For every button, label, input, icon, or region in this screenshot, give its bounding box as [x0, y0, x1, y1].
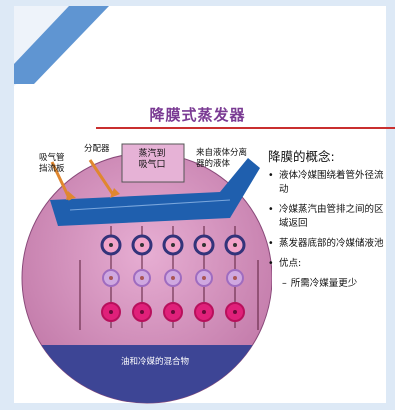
note-text: 蒸发器底部的冷媒储液池 — [279, 238, 384, 249]
label-vapor-outlet: 蒸汽到 吸气口 — [138, 149, 166, 170]
note-text: 优点: — [279, 258, 302, 269]
tube-column-5 — [224, 226, 246, 328]
title-underline — [96, 127, 395, 129]
baffle-arrow — [50, 161, 72, 201]
bullet-icon: • — [268, 258, 274, 269]
note-item: • 蒸发器底部的冷媒储液池 — [268, 237, 390, 251]
note-text: 液体冷媒围绕着管外径流动 — [279, 170, 384, 195]
tube-column-4 — [193, 226, 215, 328]
notes-panel: 降膜的概念: • 液体冷媒围绕着管外径流动 • 冷媒蒸汽由管排之间的区域返回 • 蒸发… — [268, 146, 390, 290]
page-title: 降膜式蒸发器 — [149, 106, 246, 124]
tube-bank — [79, 226, 259, 330]
evaporator-diagram — [21, 143, 272, 404]
dash-icon: – — [282, 278, 287, 289]
note-sub-item: –所需冷媒量更少 — [268, 277, 390, 290]
notes-heading: 降膜的概念: — [268, 149, 335, 164]
notes-list: • 液体冷媒围绕着管外径流动 • 冷媒蒸汽由管排之间的区域返回 • 蒸发器底部的冷媒储… — [268, 169, 390, 271]
tube-column-3 — [162, 226, 184, 328]
vapor-outlet-box — [121, 143, 185, 183]
corner-decoration — [14, 6, 109, 86]
distributor — [50, 158, 260, 226]
label-distributor: 分配器 — [84, 144, 110, 154]
tube-column-2 — [131, 226, 153, 328]
label-mixture: 油和冷媒的混合物 — [120, 357, 189, 367]
bullet-icon: • — [268, 238, 274, 249]
distributor-arrow — [88, 159, 116, 197]
refrigerant-pool — [22, 345, 272, 403]
note-item: • 优点: — [268, 257, 390, 271]
note-item: • 冷媒蒸汽由管排之间的区域返回 — [268, 203, 390, 231]
note-item: • 液体冷媒围绕着管外径流动 — [268, 169, 390, 197]
label-suction-baffle: 吸气管 挡流板 — [39, 153, 65, 174]
bullet-icon: • — [268, 170, 274, 181]
bullet-icon: • — [268, 204, 274, 215]
tube-column-1 — [100, 226, 122, 328]
note-sub-text: 所需冷媒量更少 — [290, 278, 358, 289]
label-liquid-inlet: 来自液体分离 器的液体 — [196, 148, 248, 169]
note-text: 冷媒蒸汽由管排之间的区域返回 — [279, 204, 384, 229]
